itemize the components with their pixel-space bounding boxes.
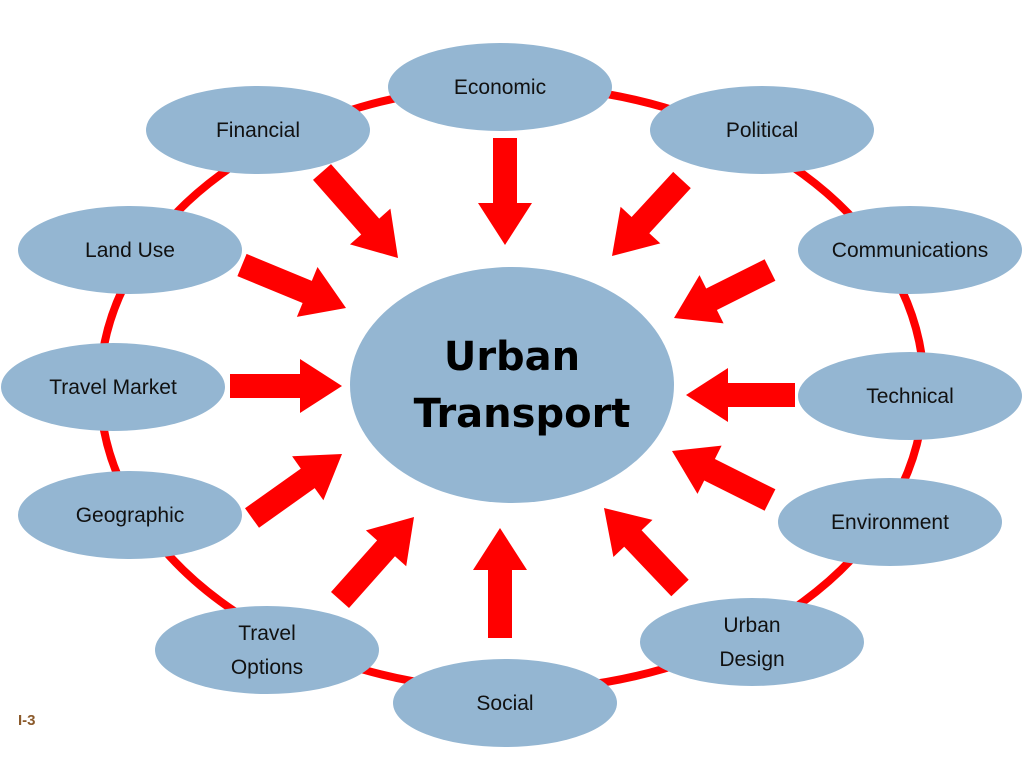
node-label-political: Political [726, 119, 798, 142]
arrow-economic [478, 138, 532, 245]
node-label-urban-design-line1: Urban [723, 614, 780, 637]
node-travel-market [1, 343, 225, 431]
node-social [393, 659, 617, 747]
arrow-social [473, 528, 527, 638]
node-communications [798, 206, 1022, 294]
node-label-communications: Communications [832, 239, 988, 262]
arrow-travel-market [230, 359, 342, 413]
node-label-urban-design-line2: Design [719, 648, 784, 671]
node-label-economic: Economic [454, 76, 546, 99]
node-environment [778, 478, 1002, 566]
node-label-travel-market: Travel Market [49, 376, 177, 399]
center-title-line2: Transport [414, 391, 631, 437]
node-label-environment: Environment [831, 511, 949, 534]
node-urban-design [640, 598, 864, 686]
node-financial [146, 86, 370, 174]
arrow-technical [686, 368, 795, 422]
node-political [650, 86, 874, 174]
node-label-social: Social [476, 692, 533, 715]
arrow-political [612, 171, 691, 256]
arrow-travel-options [331, 517, 414, 608]
node-economic [388, 43, 612, 131]
arrow-land-use [237, 253, 346, 317]
nodes-group: EconomicPoliticalCommunicationsTechnical… [1, 43, 1022, 747]
arrow-urban-design [604, 508, 689, 597]
arrow-financial [313, 164, 398, 258]
node-technical [798, 352, 1022, 440]
arrow-geographic [245, 454, 342, 528]
center-title-line1: Urban [444, 334, 580, 380]
node-label-technical: Technical [866, 385, 954, 408]
slide-number: I-3 [18, 712, 36, 729]
node-label-land-use: Land Use [85, 239, 175, 262]
node-label-travel-options-line1: Travel [238, 622, 296, 645]
center-ellipse [350, 267, 674, 503]
node-label-geographic: Geographic [76, 504, 185, 527]
node-land-use [18, 206, 242, 294]
arrows-group [230, 138, 795, 638]
arrow-environment [672, 445, 776, 511]
node-label-travel-options-line2: Options [231, 656, 303, 679]
node-label-financial: Financial [216, 119, 300, 142]
node-geographic [18, 471, 242, 559]
node-travel-options [155, 606, 379, 694]
arrow-communications [674, 259, 776, 324]
